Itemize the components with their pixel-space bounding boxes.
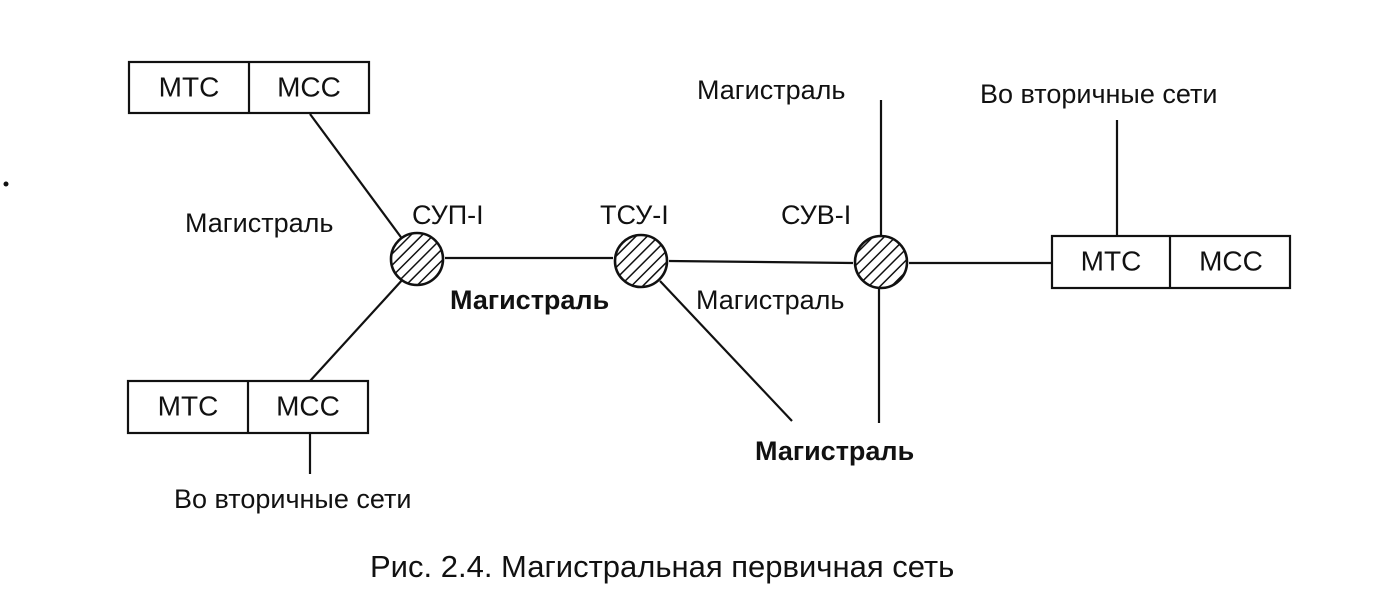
trunk-mid-label: Магистраль (450, 285, 609, 315)
link-tsu-to-suv (668, 259, 854, 265)
box-bottom-left-mts: МТС (158, 390, 219, 421)
node-suv-label: СУВ-I (781, 200, 851, 230)
box-right-mss: МСС (1199, 245, 1263, 276)
node-tsu (613, 233, 669, 289)
box-bottom-left: МТС МСС (126, 379, 370, 435)
node-suv (853, 234, 909, 290)
link-topleft-box-to-sup (309, 113, 407, 245)
box-right: МТС МСС (1050, 234, 1292, 290)
node-sup (389, 231, 445, 287)
trunk-top-label: Магистраль (697, 75, 845, 105)
trunk-left-label: Магистраль (185, 208, 333, 238)
link-tsu-diagonal (659, 280, 793, 422)
stray-dot (3, 181, 9, 187)
secondary-right-label: Во вторичные сети (980, 79, 1217, 109)
trunk-tsu-suv-label: Магистраль (696, 285, 844, 315)
figure-caption: Рис. 2.4. Магистральная первичная сеть (370, 549, 954, 584)
node-sup-label: СУП-I (412, 200, 484, 230)
box-bottom-left-mss: МСС (276, 390, 340, 421)
box-top-left: МТС МСС (127, 60, 371, 115)
box-top-left-mts: МТС (159, 71, 220, 102)
box-top-left-mss: МСС (277, 71, 341, 102)
link-bottomleft-box-to-sup (309, 277, 405, 382)
secondary-bottom-label: Во вторичные сети (174, 484, 411, 514)
box-right-mts: МТС (1081, 245, 1142, 276)
node-tsu-label: ТСУ-I (600, 200, 669, 230)
trunk-bottom-label: Магистраль (755, 436, 914, 466)
